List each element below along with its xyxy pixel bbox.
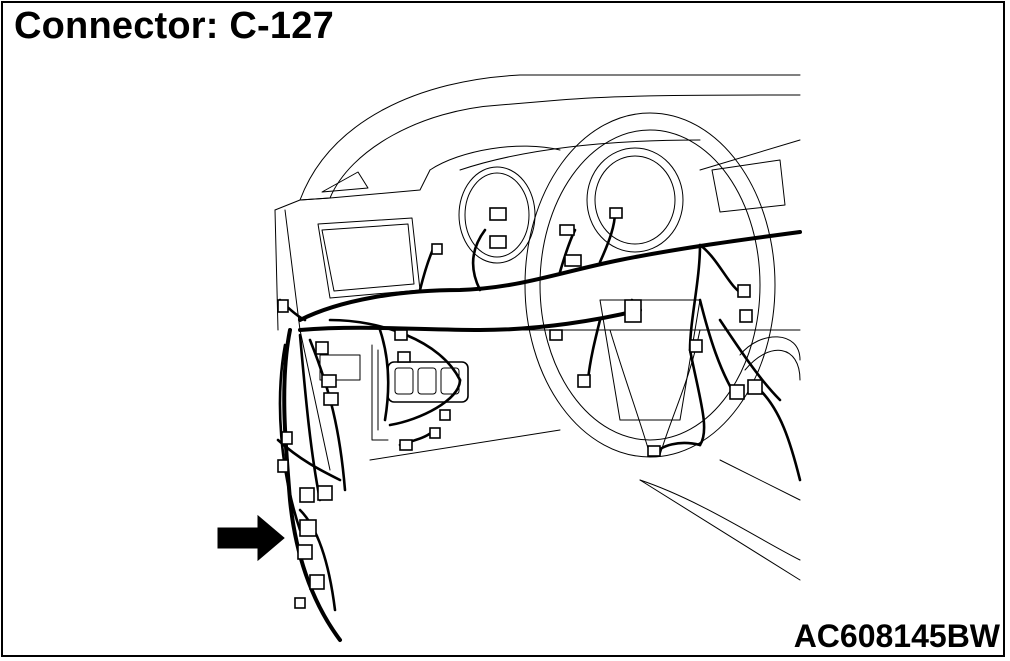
connector xyxy=(739,309,753,323)
connector xyxy=(323,392,339,406)
connector xyxy=(577,374,591,388)
connector xyxy=(624,299,642,323)
connector xyxy=(609,207,623,219)
connector xyxy=(281,431,293,445)
connector xyxy=(294,597,306,609)
connector xyxy=(431,243,443,255)
connector-c-127 xyxy=(299,519,317,537)
connector xyxy=(315,341,329,355)
connector xyxy=(647,445,661,457)
connector xyxy=(439,409,451,421)
connector xyxy=(399,439,413,451)
connector xyxy=(309,574,325,590)
connector xyxy=(397,351,411,363)
connector-title: Connector: C-127 xyxy=(14,5,334,47)
connector xyxy=(489,207,507,221)
connector xyxy=(689,339,703,353)
instrument-cluster xyxy=(458,139,701,264)
connector xyxy=(429,427,441,439)
connector xyxy=(277,299,289,313)
connectors xyxy=(277,207,763,609)
steering-column xyxy=(639,336,801,561)
connector xyxy=(277,459,289,473)
figure-id: AC608145BW xyxy=(793,618,1000,654)
connector xyxy=(737,284,751,298)
connector xyxy=(747,379,763,395)
connector xyxy=(729,384,745,400)
connector xyxy=(549,329,563,341)
connector xyxy=(489,235,507,249)
connector xyxy=(317,485,333,501)
connector xyxy=(297,544,313,560)
connector xyxy=(299,487,315,503)
connector xyxy=(559,224,575,236)
connector xyxy=(321,374,337,388)
arrow-right-icon xyxy=(217,514,285,562)
connector xyxy=(394,329,408,341)
connector xyxy=(564,254,582,267)
